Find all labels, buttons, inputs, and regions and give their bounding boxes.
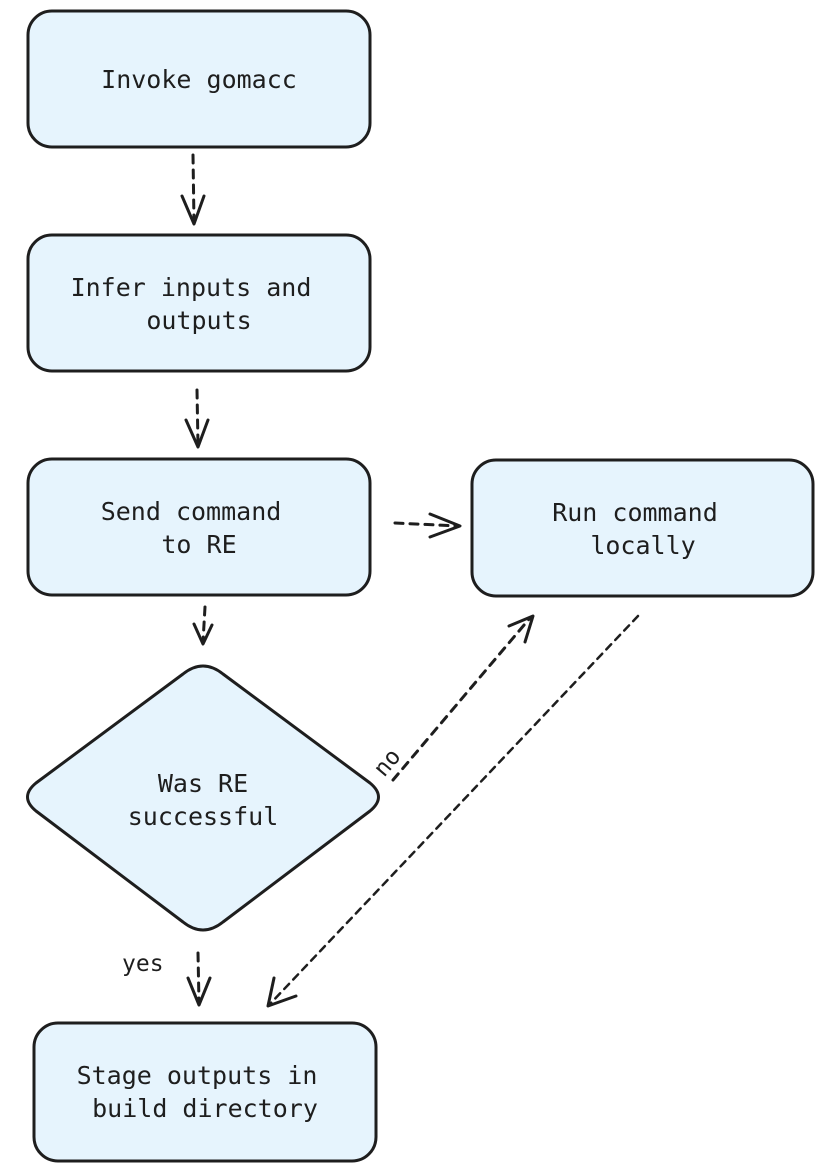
edge-run-local-to-stage: [266, 614, 640, 1008]
edge-decision-no-arrowhead: [507, 614, 535, 644]
node-infer-inputs-outputs-label-line1: Infer inputs and: [71, 273, 312, 302]
edge-invoke-to-infer-line: [191, 153, 196, 224]
edge-decision-no-line: [391, 616, 532, 782]
node-decision-label-line2: successful: [128, 802, 279, 831]
edge-decision-yes-label: yes: [122, 951, 164, 977]
node-decision-diamond: [26, 664, 380, 932]
node-run-command-locally: Run command locally: [470, 458, 815, 598]
edge-decision-yes: yes: [122, 951, 212, 1007]
edge-decision-no-label: no: [369, 744, 407, 782]
node-stage-outputs: Stage outputs in build directory: [32, 1021, 378, 1163]
edge-infer-to-send: [184, 388, 210, 449]
edge-decision-yes-arrowhead: [186, 976, 212, 1007]
edge-invoke-to-infer: [180, 153, 206, 226]
node-invoke-gomacc: Invoke gomacc: [26, 9, 372, 149]
node-infer-inputs-outputs-label-line2: outputs: [146, 306, 251, 335]
node-stage-outputs-label-line2: build directory: [92, 1094, 318, 1123]
edge-invoke-to-infer-arrowhead: [180, 194, 206, 226]
edge-infer-to-send-line: [195, 388, 200, 447]
edge-decision-no: no: [369, 614, 535, 782]
node-send-command: Send command to RE: [26, 457, 372, 597]
edge-send-to-decision-line: [201, 605, 207, 644]
node-send-command-label-line2: to RE: [161, 530, 236, 559]
edge-send-to-decision: [192, 605, 214, 646]
node-run-command-locally-box: [470, 458, 815, 598]
edge-infer-to-send-arrowhead: [184, 418, 210, 449]
node-invoke-gomacc-box: [26, 9, 372, 149]
edge-send-to-run-local-arrowhead: [428, 512, 462, 539]
node-stage-outputs-box: [32, 1021, 378, 1163]
node-infer-inputs-outputs-box: [26, 233, 372, 373]
edge-send-to-run-local-line: [393, 521, 460, 528]
node-run-command-locally-label-line2: locally: [590, 531, 695, 560]
node-send-command-label-line1: Send command: [101, 497, 282, 526]
edge-send-to-run-local: [393, 512, 462, 539]
node-decision-label-line1: Was RE: [158, 769, 248, 798]
edge-decision-yes-line: [196, 951, 201, 1005]
node-infer-inputs-outputs: Infer inputs and outputs: [26, 233, 372, 373]
edge-run-local-to-stage-line: [268, 614, 640, 1006]
node-stage-outputs-label-line1: Stage outputs in: [77, 1061, 318, 1090]
node-decision-re-successful: Was RE successful: [26, 664, 380, 932]
node-send-command-box: [26, 457, 372, 597]
edge-send-to-decision-arrowhead: [192, 622, 214, 646]
node-run-command-locally-label-line1: Run command: [552, 498, 718, 527]
node-invoke-gomacc-label: Invoke gomacc: [101, 65, 297, 94]
edge-run-local-to-stage-arrowhead: [266, 976, 298, 1008]
